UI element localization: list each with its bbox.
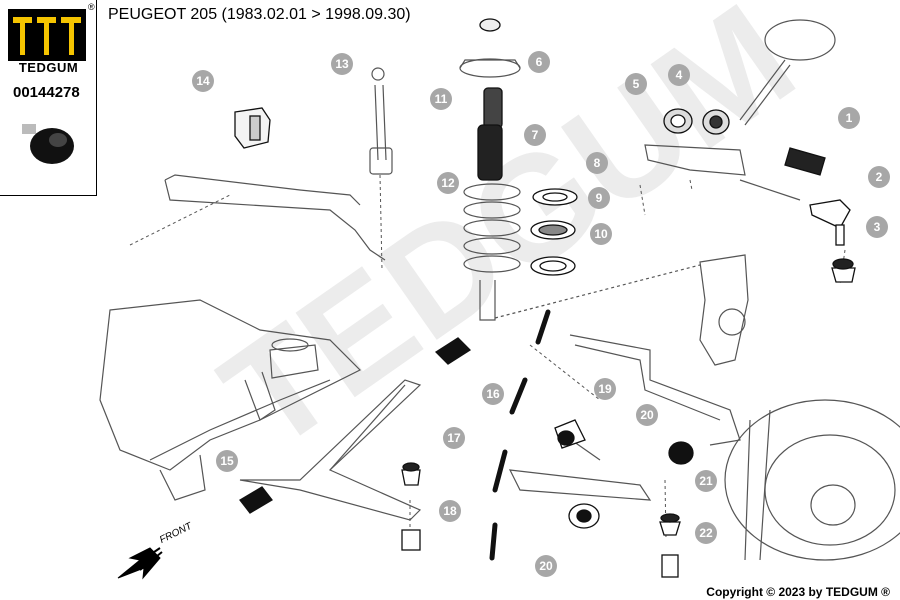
page-title: PEUGEOT 205 (1983.02.01 > 1998.09.30) <box>108 6 411 23</box>
coil-spring <box>463 183 521 273</box>
callout-17: 17 <box>443 427 465 449</box>
part-20-bush-upper <box>668 441 694 465</box>
callout-14: 14 <box>192 70 214 92</box>
part-21-boot <box>659 521 681 536</box>
callout-20-upper: 20 <box>636 404 658 426</box>
callout-18: 18 <box>439 500 461 522</box>
part-22-ball-joint <box>661 554 679 578</box>
callout-10: 10 <box>590 223 612 245</box>
callout-2: 2 <box>868 166 890 188</box>
wheel <box>724 399 900 561</box>
callout-12: 12 <box>437 172 459 194</box>
part-3-boot <box>831 267 856 283</box>
brand-name: TEDGUM <box>18 60 79 75</box>
part-16-bush <box>434 337 472 365</box>
strut-body <box>479 280 496 321</box>
subframe-outline <box>99 299 362 471</box>
tedgum-logo <box>8 9 86 61</box>
callout-19: 19 <box>594 378 616 400</box>
copyright-text: Copyright © 2023 by TEDGUM ® <box>706 585 890 599</box>
registered-mark: ® <box>88 2 95 12</box>
callout-7: 7 <box>524 124 546 146</box>
stabilizer-link <box>374 84 387 161</box>
part-2-tie-rod-end <box>809 199 851 229</box>
callout-5: 5 <box>625 73 647 95</box>
callout-6: 6 <box>528 51 550 73</box>
part-18-ball-joint <box>401 529 421 551</box>
callout-16: 16 <box>482 383 504 405</box>
part-thumbnail <box>22 124 74 164</box>
part-15-bush <box>239 486 273 514</box>
callout-8: 8 <box>586 152 608 174</box>
anti-roll-bar <box>164 179 386 261</box>
callout-21: 21 <box>695 470 717 492</box>
callout-1: 1 <box>838 107 860 129</box>
callout-15: 15 <box>216 450 238 472</box>
callout-11: 11 <box>430 88 452 110</box>
part-1-boot <box>784 147 826 176</box>
part-6-bearing <box>479 18 501 32</box>
callout-9: 9 <box>588 187 610 209</box>
part-number: 00144278 <box>13 84 80 101</box>
part-17-boot <box>401 469 421 486</box>
lower-arm-right <box>508 469 652 501</box>
part-7-bump-stop <box>483 87 503 129</box>
part-12-dust-boot <box>477 124 503 181</box>
callout-13: 13 <box>331 53 353 75</box>
callout-3: 3 <box>866 216 888 238</box>
steering-column <box>739 59 791 126</box>
steering-knuckle <box>699 254 749 366</box>
callout-22: 22 <box>695 522 717 544</box>
callout-20-lower: 20 <box>535 555 557 577</box>
brand-panel: ® TEDGUM 00144278 <box>0 0 97 196</box>
callout-4: 4 <box>668 64 690 86</box>
steering-rack <box>644 144 746 176</box>
